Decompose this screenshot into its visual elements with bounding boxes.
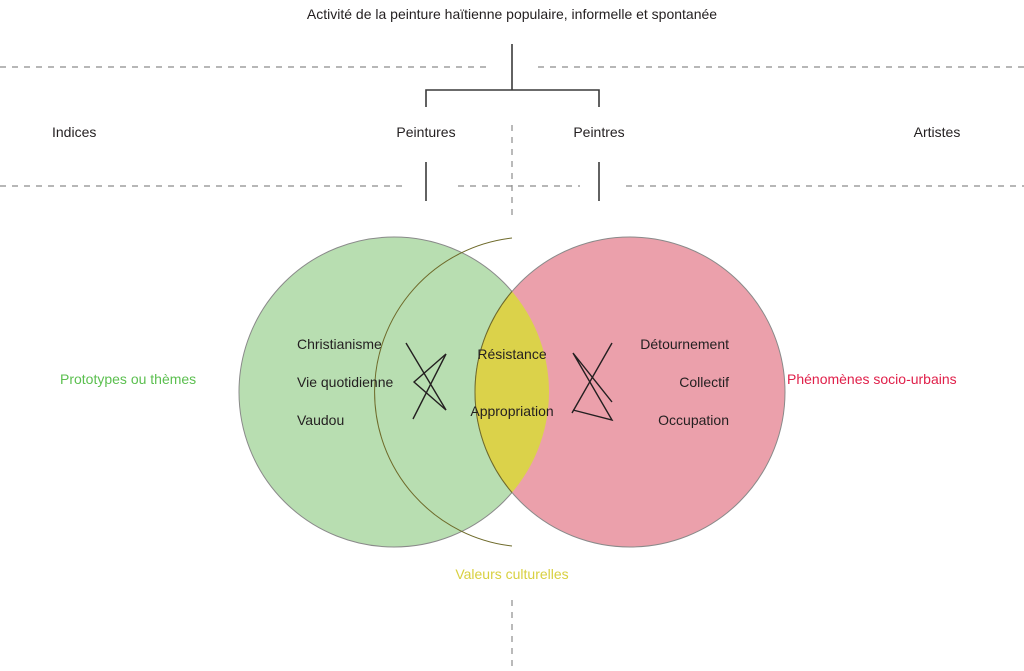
branch-label-peintures: Peintures: [396, 124, 456, 140]
tree-branch: [425, 89, 600, 107]
category-label-right: Phénomènes socio-urbains: [787, 371, 957, 387]
intersection-item: Résistance: [477, 346, 547, 362]
left-circle-outline: [374, 237, 513, 547]
diagram-title: Activité de la peinture haïtienne popula…: [306, 6, 718, 22]
level-label-artistes: Artistes: [913, 124, 961, 140]
left-item: Christianisme: [297, 336, 382, 352]
cross-link-left-1: [405, 342, 447, 411]
right-item: Collectif: [679, 374, 729, 390]
right-item: Occupation: [658, 412, 729, 428]
left-item: Vaudou: [297, 412, 345, 428]
branch-label-peintres: Peintres: [573, 124, 625, 140]
intersection-item: Appropriation: [470, 403, 554, 419]
cross-link-right-2: [572, 352, 614, 422]
cross-link-left-3: [412, 353, 447, 420]
category-label-left: Prototypes ou thèmes: [60, 371, 197, 387]
category-label-intersection: Valeurs culturelles: [455, 566, 569, 582]
set-intersection: [474, 237, 549, 547]
cross-link-right-1: [571, 342, 613, 414]
right-item: Détournement: [640, 336, 729, 352]
level-label-indices: Indices: [52, 124, 97, 140]
left-item: Vie quotidienne: [297, 374, 394, 390]
cross-link-left-2: [412, 353, 447, 411]
